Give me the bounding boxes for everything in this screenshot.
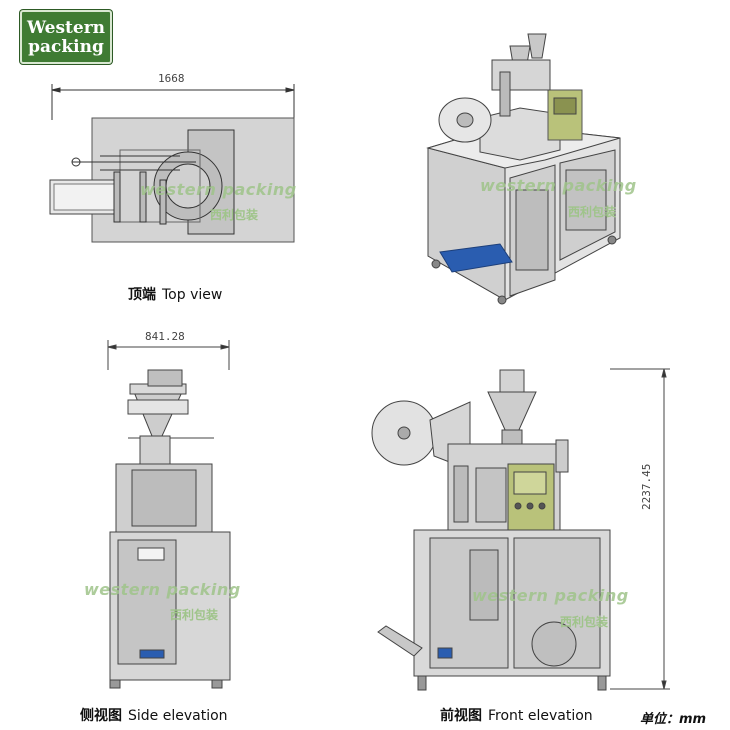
logo-line-2: packing bbox=[28, 37, 104, 57]
front-view-drawing bbox=[371, 368, 670, 691]
top-view-dimension: 1668 bbox=[158, 72, 185, 85]
unit-label: 单位： bbox=[640, 712, 680, 727]
side-view-caption: 侧视图 Side elevation bbox=[80, 705, 228, 725]
side-view-caption-en: Side elevation bbox=[128, 708, 228, 724]
watermark-cn-front-view: 西利包装 bbox=[560, 615, 609, 629]
top-view-drawing bbox=[49, 84, 295, 243]
side-view-caption-cn: 侧视图 bbox=[80, 708, 122, 724]
side-view-dimension: 841.28 bbox=[145, 330, 185, 343]
watermark-iso-view: western packing bbox=[480, 176, 637, 195]
side-view-drawing bbox=[107, 340, 231, 689]
top-view-caption-en: Top view bbox=[162, 287, 223, 303]
brand-logo: Western packing bbox=[20, 10, 112, 64]
watermark-cn-side-view: 西利包装 bbox=[170, 608, 219, 622]
top-view-caption: 顶端 Top view bbox=[128, 284, 222, 304]
front-view-caption-cn: 前视图 bbox=[440, 708, 482, 724]
unit-value: mm bbox=[679, 712, 707, 727]
front-view-dimension: 2237.45 bbox=[640, 463, 653, 510]
watermark-side-view: western packing bbox=[84, 580, 241, 599]
watermark-front-view: western packing bbox=[472, 586, 629, 605]
front-view-caption: 前视图 Front elevation bbox=[440, 705, 593, 725]
watermark-cn-iso-view: 西利包装 bbox=[568, 205, 617, 219]
unit-note: 单位：mm bbox=[640, 708, 706, 727]
isometric-view-drawing bbox=[426, 33, 621, 305]
watermark-cn-top-view: 西利包装 bbox=[210, 208, 259, 222]
top-view-caption-cn: 顶端 bbox=[128, 287, 156, 303]
front-view-caption-en: Front elevation bbox=[488, 708, 593, 724]
logo-line-1: Western bbox=[26, 18, 106, 38]
watermark-top-view: western packing bbox=[140, 180, 297, 199]
